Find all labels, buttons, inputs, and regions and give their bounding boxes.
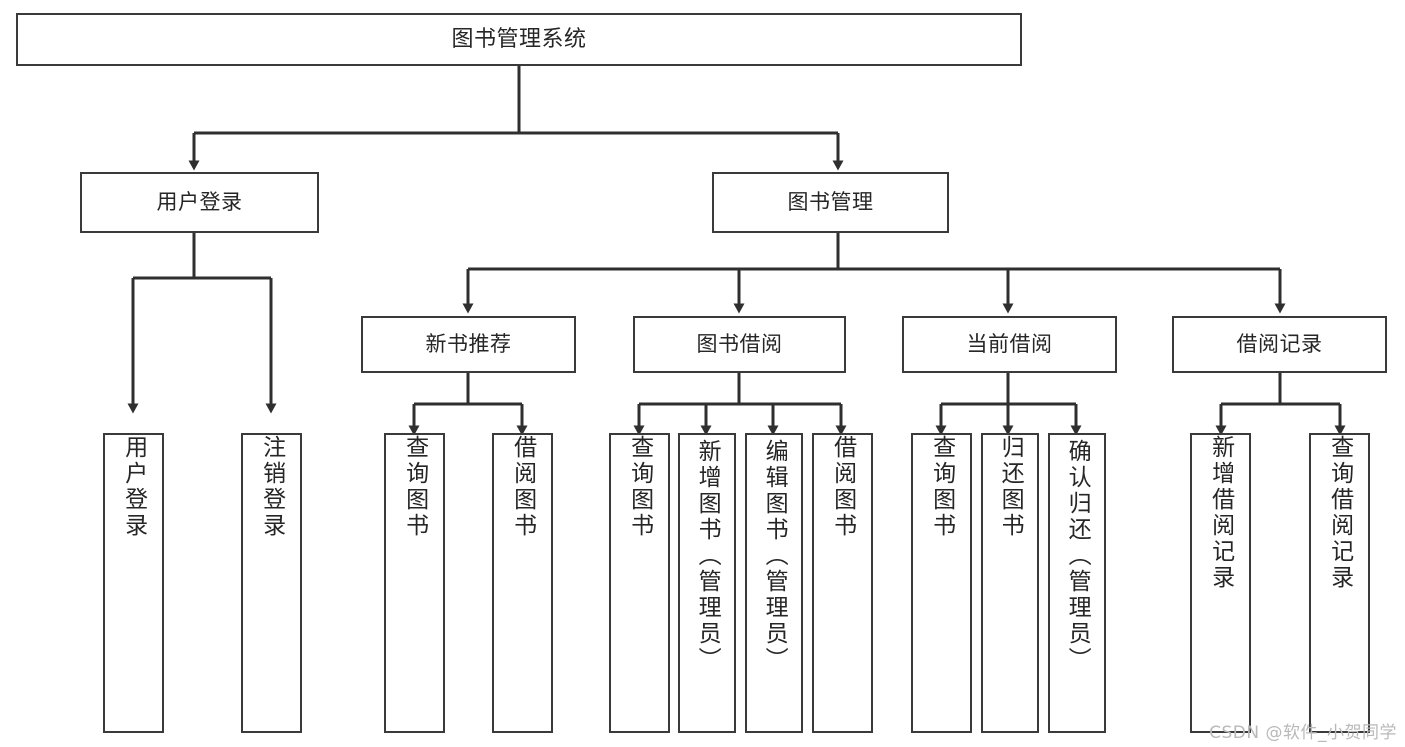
leaf-current-borrow-query-book[interactable]: 查询图书 — [911, 433, 972, 733]
leaf-new-book-borrow-book[interactable]: 借阅图书 — [492, 433, 553, 733]
watermark: CSDN @软件_小贺同学 — [1209, 723, 1397, 743]
node-label: 图书管理系统 — [451, 26, 587, 52]
node-label: 查询图书 — [928, 435, 955, 539]
node-new-book-recommend[interactable]: 新书推荐 — [361, 316, 576, 373]
node-label: 借阅记录 — [1236, 332, 1323, 357]
node-label: 当前借阅 — [966, 332, 1053, 357]
leaf-new-book-query-book[interactable]: 查询图书 — [384, 433, 445, 733]
node-label: 图书管理 — [787, 190, 874, 215]
node-label: 借阅图书 — [829, 435, 856, 539]
node-label: 新书推荐 — [425, 332, 512, 357]
node-user-login[interactable]: 用户登录 — [80, 172, 319, 233]
node-label: 归还图书 — [997, 435, 1024, 539]
leaf-borrow-record-add-record[interactable]: 新增借阅记录 — [1190, 433, 1251, 733]
node-label: 查询借阅记录 — [1326, 435, 1353, 591]
node-book-management[interactable]: 图书管理 — [712, 172, 949, 233]
node-current-borrow[interactable]: 当前借阅 — [902, 316, 1117, 373]
leaf-book-borrow-add-book-admin[interactable]: 新增图书（管理员） — [678, 433, 736, 733]
leaf-borrow-record-query-record[interactable]: 查询借阅记录 — [1309, 433, 1370, 733]
node-label: 用户登录 — [120, 435, 147, 539]
leaf-book-borrow-edit-book-admin[interactable]: 编辑图书（管理员） — [745, 433, 803, 733]
node-label: 新增借阅记录 — [1207, 435, 1234, 591]
node-label: 编辑图书（管理员） — [761, 439, 788, 673]
leaf-user-login-login[interactable]: 用户登录 — [103, 433, 164, 733]
leaf-book-borrow-query-book[interactable]: 查询图书 — [609, 433, 670, 733]
node-label: 查询图书 — [626, 435, 653, 539]
node-borrow-record[interactable]: 借阅记录 — [1172, 316, 1387, 373]
node-label: 图书借阅 — [696, 332, 783, 357]
node-label: 查询图书 — [401, 435, 428, 539]
node-label: 新增图书（管理员） — [694, 439, 721, 673]
node-book-borrow[interactable]: 图书借阅 — [633, 316, 846, 373]
leaf-book-borrow-borrow-book[interactable]: 借阅图书 — [812, 433, 873, 733]
node-label: 借阅图书 — [509, 435, 536, 539]
node-root-library-system[interactable]: 图书管理系统 — [16, 13, 1022, 66]
node-label: 确认归还（管理员） — [1064, 439, 1091, 673]
leaf-current-borrow-confirm-return-admin[interactable]: 确认归还（管理员） — [1048, 433, 1106, 733]
leaf-current-borrow-return-book[interactable]: 归还图书 — [981, 433, 1039, 733]
leaf-user-login-logout[interactable]: 注销登录 — [241, 433, 302, 733]
node-label: 注销登录 — [258, 435, 285, 539]
node-label: 用户登录 — [156, 190, 243, 215]
